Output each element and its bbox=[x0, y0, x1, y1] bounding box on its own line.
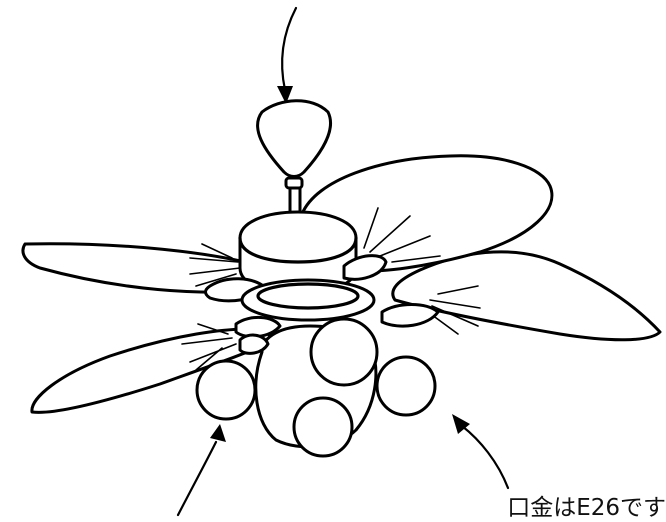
globe-right bbox=[377, 357, 435, 415]
fan-blade-right bbox=[393, 252, 660, 340]
globe-left bbox=[197, 361, 255, 419]
globe-bottom bbox=[294, 398, 352, 456]
arrow-bottom-right bbox=[452, 414, 508, 488]
arrow-bottom-left bbox=[178, 424, 226, 515]
socket-type-label: 口金はE26です bbox=[507, 488, 666, 522]
globe-center bbox=[311, 319, 377, 385]
switch-housing bbox=[242, 280, 374, 320]
arrow-top bbox=[277, 8, 296, 104]
